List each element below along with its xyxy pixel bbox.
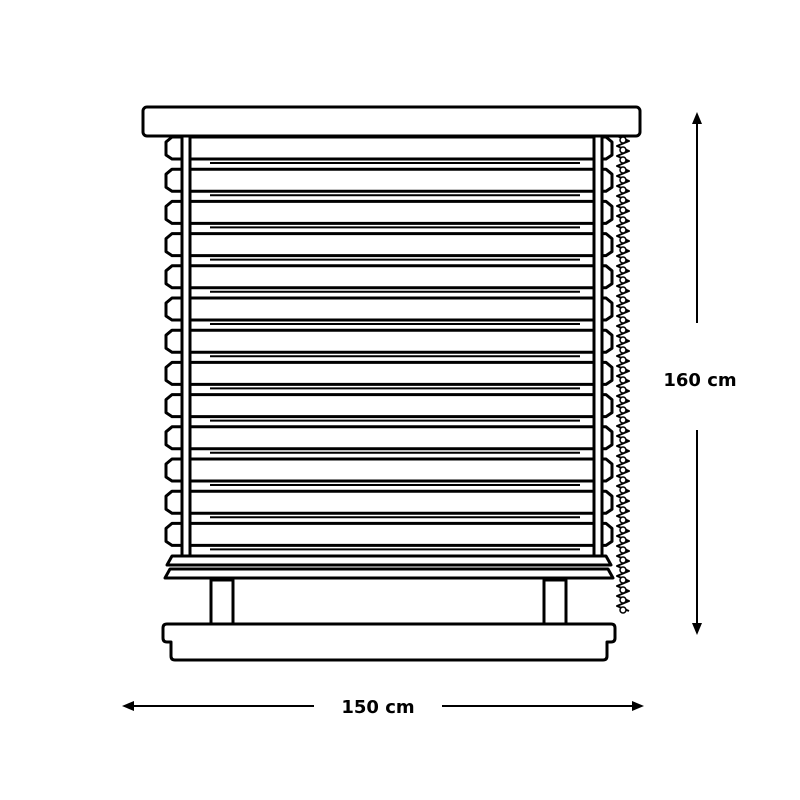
bottom-slat-2 <box>163 567 615 580</box>
slat <box>164 328 614 354</box>
width-arrowhead-right <box>632 701 644 711</box>
bead <box>619 146 627 154</box>
bead <box>619 156 627 164</box>
bead <box>619 596 627 604</box>
slat <box>164 264 614 290</box>
bead <box>619 326 627 334</box>
bead <box>619 506 627 514</box>
bead <box>619 416 627 424</box>
width-label: 150 cm <box>341 697 414 718</box>
height-label: 160 cm <box>663 370 736 391</box>
ladder-tape-right <box>592 134 604 558</box>
bottom-slat-1 <box>165 554 613 567</box>
bead <box>619 526 627 534</box>
bead <box>619 486 627 494</box>
bead <box>619 426 627 434</box>
bead <box>619 216 627 224</box>
slat <box>164 457 614 483</box>
bottom-rail <box>161 622 617 662</box>
width-arrowhead-left <box>122 701 134 711</box>
bead <box>619 516 627 524</box>
bead <box>619 266 627 274</box>
bead <box>619 396 627 404</box>
bead <box>619 376 627 384</box>
bead <box>619 496 627 504</box>
bead <box>619 166 627 174</box>
bead <box>619 366 627 374</box>
slat <box>164 360 614 386</box>
bead <box>619 186 627 194</box>
slat <box>164 199 614 225</box>
bead <box>619 306 627 314</box>
bead <box>619 316 627 324</box>
bead <box>619 136 627 144</box>
slat-stack <box>164 135 614 557</box>
bead <box>619 606 627 614</box>
bead <box>619 546 627 554</box>
bead <box>619 276 627 284</box>
right-post <box>542 578 568 626</box>
headrail <box>141 105 642 138</box>
bead <box>619 246 627 254</box>
bead <box>619 586 627 594</box>
slat <box>164 521 614 547</box>
bead <box>619 336 627 344</box>
height-dimension <box>692 112 702 635</box>
bead <box>619 436 627 444</box>
slat <box>164 135 614 161</box>
bead <box>619 536 627 544</box>
bead <box>619 206 627 214</box>
bead <box>619 476 627 484</box>
height-arrowhead-bottom <box>692 623 702 635</box>
bead <box>619 176 627 184</box>
bead-chain-cord <box>616 135 630 614</box>
left-post <box>209 578 235 626</box>
bead <box>619 256 627 264</box>
slat <box>164 296 614 322</box>
bead <box>619 296 627 304</box>
bead <box>619 226 627 234</box>
venetian-blind <box>141 105 642 662</box>
bead <box>619 236 627 244</box>
bead <box>619 286 627 294</box>
slat <box>164 167 614 193</box>
bead <box>619 406 627 414</box>
slat <box>164 425 614 451</box>
slat <box>164 393 614 419</box>
slat <box>164 232 614 258</box>
width-dimension <box>122 701 644 711</box>
bead <box>619 446 627 454</box>
bead <box>619 556 627 564</box>
slat <box>164 489 614 515</box>
bead <box>619 346 627 354</box>
bead <box>619 386 627 394</box>
bead <box>619 356 627 364</box>
bead <box>619 196 627 204</box>
bead <box>619 566 627 574</box>
height-arrowhead-top <box>692 112 702 124</box>
bead <box>619 456 627 464</box>
bead <box>619 466 627 474</box>
bead <box>619 576 627 584</box>
ladder-tape-left <box>180 134 192 558</box>
